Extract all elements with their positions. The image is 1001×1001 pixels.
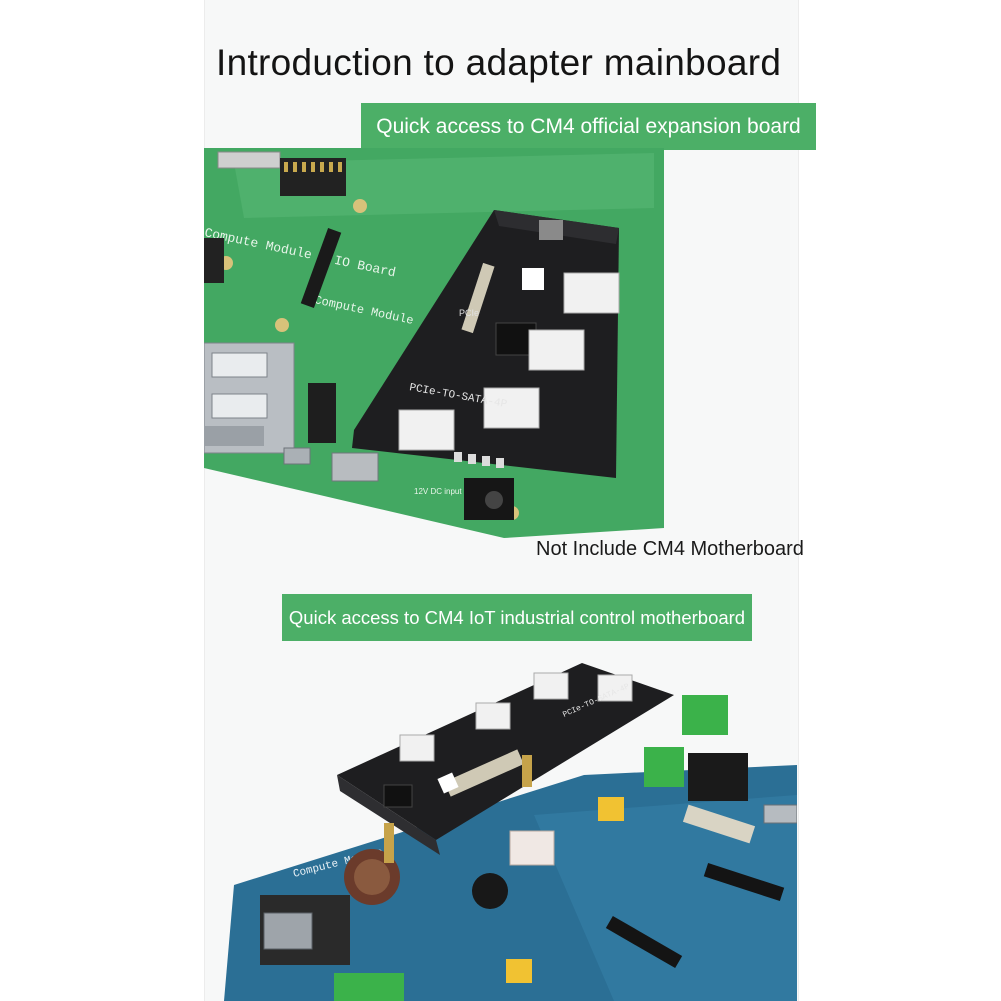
section1-label: Quick access to CM4 official expansion b…: [361, 103, 816, 150]
mount-hole: [353, 199, 367, 213]
jumper: [598, 797, 624, 821]
section2-label: Quick access to CM4 IoT industrial contr…: [282, 594, 752, 641]
cm4-connector: [300, 228, 342, 308]
fpc-connector: [605, 915, 683, 969]
sata-connector: [399, 734, 435, 762]
page-title: Introduction to adapter mainboard: [216, 42, 782, 83]
fpc-connector: [682, 804, 756, 844]
pcie-label: PCIe: [459, 308, 479, 318]
dc-input-label: 12V DC input: [414, 487, 462, 496]
waveshare-logo: [437, 772, 459, 794]
sata-connector: [563, 272, 620, 314]
pcie-to-sata-adapter: PCIe-TO-SATA-4P: [337, 663, 674, 863]
not-included-note: Not Include CM4 Motherboard: [536, 538, 804, 560]
chip: [539, 220, 563, 240]
sata-connector: [398, 409, 455, 451]
micro-usb-port: [283, 447, 311, 465]
relay-block: [688, 753, 748, 801]
iot-board-illustration: Compute Module: [224, 663, 797, 1001]
db9-serial-port: [263, 912, 313, 950]
gpio-header: [280, 158, 346, 196]
product-photo-cm4-iot-board: Compute Module: [204, 655, 797, 1001]
pcie-fpc-connector: [461, 262, 495, 334]
sata-connector: [475, 702, 511, 730]
io-board-illustration: Compute Module 4 IO Board Compute Module: [204, 148, 664, 538]
brass-standoff: [384, 823, 394, 863]
terminal-block: [334, 973, 404, 1001]
mount-hole: [275, 318, 289, 332]
terminal-block: [644, 747, 684, 787]
sata-connector: [528, 329, 585, 371]
sd-card-slot: [331, 452, 379, 482]
pcie-to-sata-adapter: PCIe PCIe-TO-SATA-4P: [352, 210, 620, 478]
fpc-connector: [217, 151, 281, 169]
pcie-fpc-connector: [444, 749, 524, 797]
controller-chip: [383, 784, 413, 808]
fan-header: [509, 830, 555, 866]
brass-standoff: [522, 755, 532, 787]
sata-connector: [597, 674, 633, 702]
side-header: [204, 238, 224, 283]
terminal-block: [682, 695, 728, 735]
sata-connector: [483, 387, 540, 429]
usb-c-port: [763, 804, 797, 824]
buzzer: [472, 873, 508, 909]
jumper: [506, 959, 532, 983]
pin-header: [308, 383, 336, 443]
waveshare-logo: [522, 268, 544, 290]
fpc-connector: [703, 862, 785, 902]
product-photo-cm4-io-board: Compute Module 4 IO Board Compute Module: [204, 148, 664, 538]
sata-connector: [533, 672, 569, 700]
usb-ports: [204, 342, 295, 454]
